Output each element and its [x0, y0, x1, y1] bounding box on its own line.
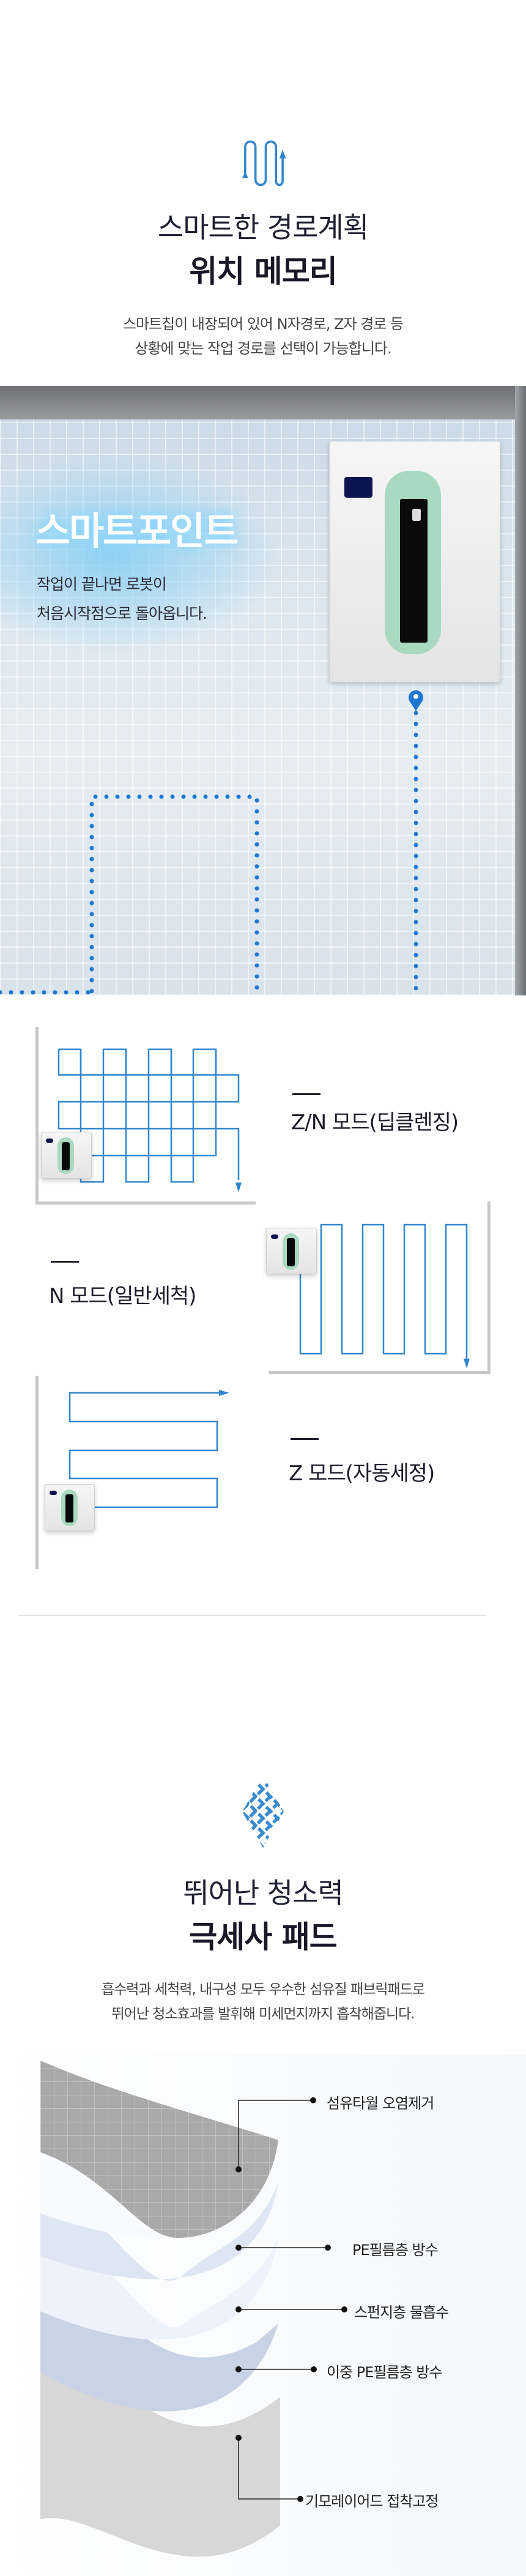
mode-dash [292, 1093, 320, 1095]
section-title-bold: 극세사 패드 [189, 1919, 337, 1955]
smart-point-desc: 작업이 끝나면 로봇이 처음시작점으로 돌아옵니다. [37, 570, 207, 629]
desc-line: 뛰어난 청소효과를 발휘해 미세먼지까지 흡착해줍니다. [111, 2006, 415, 2022]
window-frame [269, 1201, 491, 1374]
pad-layer-label: PE필름층 방수 [352, 2242, 439, 2259]
robot-thumbnail [41, 1132, 92, 1179]
weave-fabric-icon [242, 1776, 284, 1848]
window-frame-right [515, 386, 526, 995]
robot-thumbnail [45, 1484, 95, 1531]
mode-dash [291, 1438, 319, 1440]
section-title-bold: 위치 메모리 [189, 254, 337, 289]
window-frame-top [0, 386, 526, 419]
desc-line: 흡수력과 세척력, 내구성 모두 우수한 섬유질 패브릭패드로 [101, 1982, 425, 1998]
mode-label-zn: Z/N 모드(딥클렌징) [291, 1110, 459, 1135]
section-description: 흡수력과 세척력, 내구성 모두 우수한 섬유질 패브릭패드로 뛰어난 청소효과… [0, 1977, 526, 2026]
desc-line: 상황에 맞는 작업 경로를 선택이 가능합니다. [135, 340, 391, 357]
power-icon [412, 509, 421, 521]
smart-point-photo [0, 386, 526, 995]
desc-line: 처음시작점으로 돌아옵니다. [37, 605, 207, 622]
smart-point-title: 스마트포인트 [35, 509, 239, 553]
section-title-light: 스마트한 경로계획 [157, 211, 369, 244]
window-frame [35, 1376, 243, 1569]
zigzag-path-icon [242, 140, 286, 186]
pad-layer-label: 스펀지층 물흡수 [354, 2304, 449, 2321]
desc-line: 작업이 끝나면 로봇이 [37, 575, 167, 593]
pad-layer-label: 기모레이어드 접착고정 [305, 2493, 439, 2510]
mode-paths [57, 1048, 470, 1508]
window-frame [35, 1027, 256, 1205]
mode-dash [51, 1261, 79, 1263]
desc-line: 스마트칩이 내장되어 있어 N자경로, Z자 경로 등 [122, 316, 404, 333]
section-divider [18, 1615, 486, 1616]
pad-callout-lines [235, 2097, 347, 2502]
mode-label-n: N 모드(일반세척) [49, 1284, 196, 1308]
pad-layers-image [0, 2054, 526, 2576]
pad-layer-label: 섬유타월 오염제거 [327, 2095, 434, 2112]
pad-layer-label: 이중 PE필름층 방수 [327, 2364, 442, 2381]
return-path [0, 690, 423, 995]
section-title-light: 뛰어난 청소력 [183, 1877, 344, 1910]
mode-label-z: Z 모드(자동세정) [289, 1461, 435, 1486]
location-pin-icon [409, 690, 423, 711]
section-description: 스마트칩이 내장되어 있어 N자경로, Z자 경로 등 상황에 맞는 작업 경로… [0, 312, 526, 361]
window-robot-image [329, 441, 500, 682]
robot-thumbnail [266, 1228, 317, 1274]
